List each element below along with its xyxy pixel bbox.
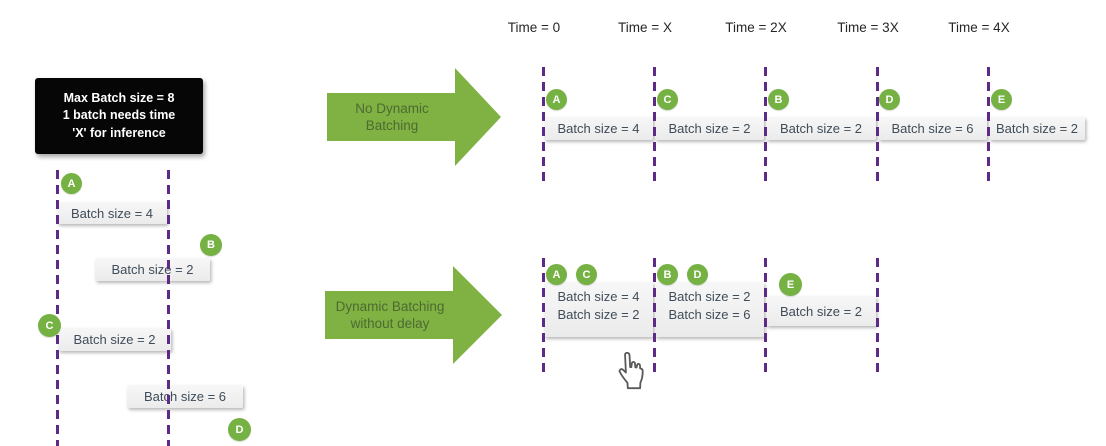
batch-box: Batch size = 6 bbox=[127, 385, 243, 408]
timeline-label: Time = X bbox=[618, 20, 672, 35]
request-badge: C bbox=[657, 89, 678, 110]
request-badge: D bbox=[879, 89, 900, 110]
request-badge: E bbox=[779, 273, 802, 296]
batch-box: Batch size = 2 bbox=[766, 296, 876, 326]
time-dashed-line bbox=[764, 67, 767, 186]
timeline-label: Time = 2X bbox=[725, 20, 787, 35]
time-dashed-line bbox=[542, 258, 545, 378]
info-box-line: 'X' for inference bbox=[72, 125, 166, 140]
batch-box: Batch size = 2 bbox=[95, 258, 210, 281]
dynamic-batching-arrow: Dynamic Batching without delay bbox=[325, 266, 502, 364]
info-box-line: Max Batch size = 8 bbox=[63, 91, 175, 106]
request-badge: B bbox=[200, 234, 222, 256]
batch-box: Batch size = 2 bbox=[766, 117, 876, 140]
arrow-right-icon bbox=[327, 68, 501, 166]
request-badge: C bbox=[576, 264, 597, 285]
arrow-right-icon bbox=[325, 266, 502, 364]
request-badge: A bbox=[546, 89, 567, 110]
request-badge: B bbox=[657, 264, 678, 285]
batch-box: Batch size = 4 Batch size = 2 bbox=[544, 282, 653, 337]
time-dashed-line bbox=[764, 258, 767, 378]
arrow-label: Dynamic Batching without delay bbox=[335, 299, 445, 331]
timeline-label: Time = 0 bbox=[507, 20, 561, 35]
timeline-label: Time = 4X bbox=[948, 20, 1010, 35]
queue-dashed-line bbox=[56, 170, 59, 446]
batch-box: Batch size = 4 bbox=[57, 202, 167, 224]
request-badge: C bbox=[38, 314, 61, 337]
request-badge: A bbox=[546, 264, 567, 285]
request-badge: D bbox=[687, 264, 708, 285]
queue-dashed-line bbox=[167, 170, 170, 446]
request-badge: D bbox=[228, 418, 251, 441]
hand-pointer-icon bbox=[612, 350, 646, 399]
batch-box: Batch size = 2 bbox=[655, 117, 764, 140]
batch-box: Batch size = 6 bbox=[878, 117, 987, 140]
info-box: Max Batch size = 8 1 batch needs time 'X… bbox=[35, 78, 203, 154]
request-badge: E bbox=[991, 89, 1012, 110]
batch-box: Batch size = 4 bbox=[544, 117, 653, 140]
time-dashed-line bbox=[653, 258, 656, 378]
info-box-line: 1 batch needs time bbox=[62, 108, 176, 123]
batch-box: Batch size = 2 Batch size = 6 bbox=[655, 282, 764, 337]
time-dashed-line bbox=[876, 258, 879, 378]
batch-box: Batch size = 2 bbox=[989, 117, 1085, 140]
arrow-label: No Dynamic Batching bbox=[355, 101, 429, 133]
time-dashed-line bbox=[987, 67, 990, 186]
time-dashed-line bbox=[876, 67, 879, 186]
request-badge: A bbox=[61, 173, 82, 194]
no-dynamic-batching-arrow: No Dynamic Batching bbox=[327, 68, 501, 166]
time-dashed-line bbox=[653, 67, 656, 186]
timeline-label: Time = 3X bbox=[837, 20, 899, 35]
batch-box: Batch size = 2 bbox=[58, 328, 171, 351]
request-badge: B bbox=[768, 89, 789, 110]
time-dashed-line bbox=[542, 67, 545, 186]
